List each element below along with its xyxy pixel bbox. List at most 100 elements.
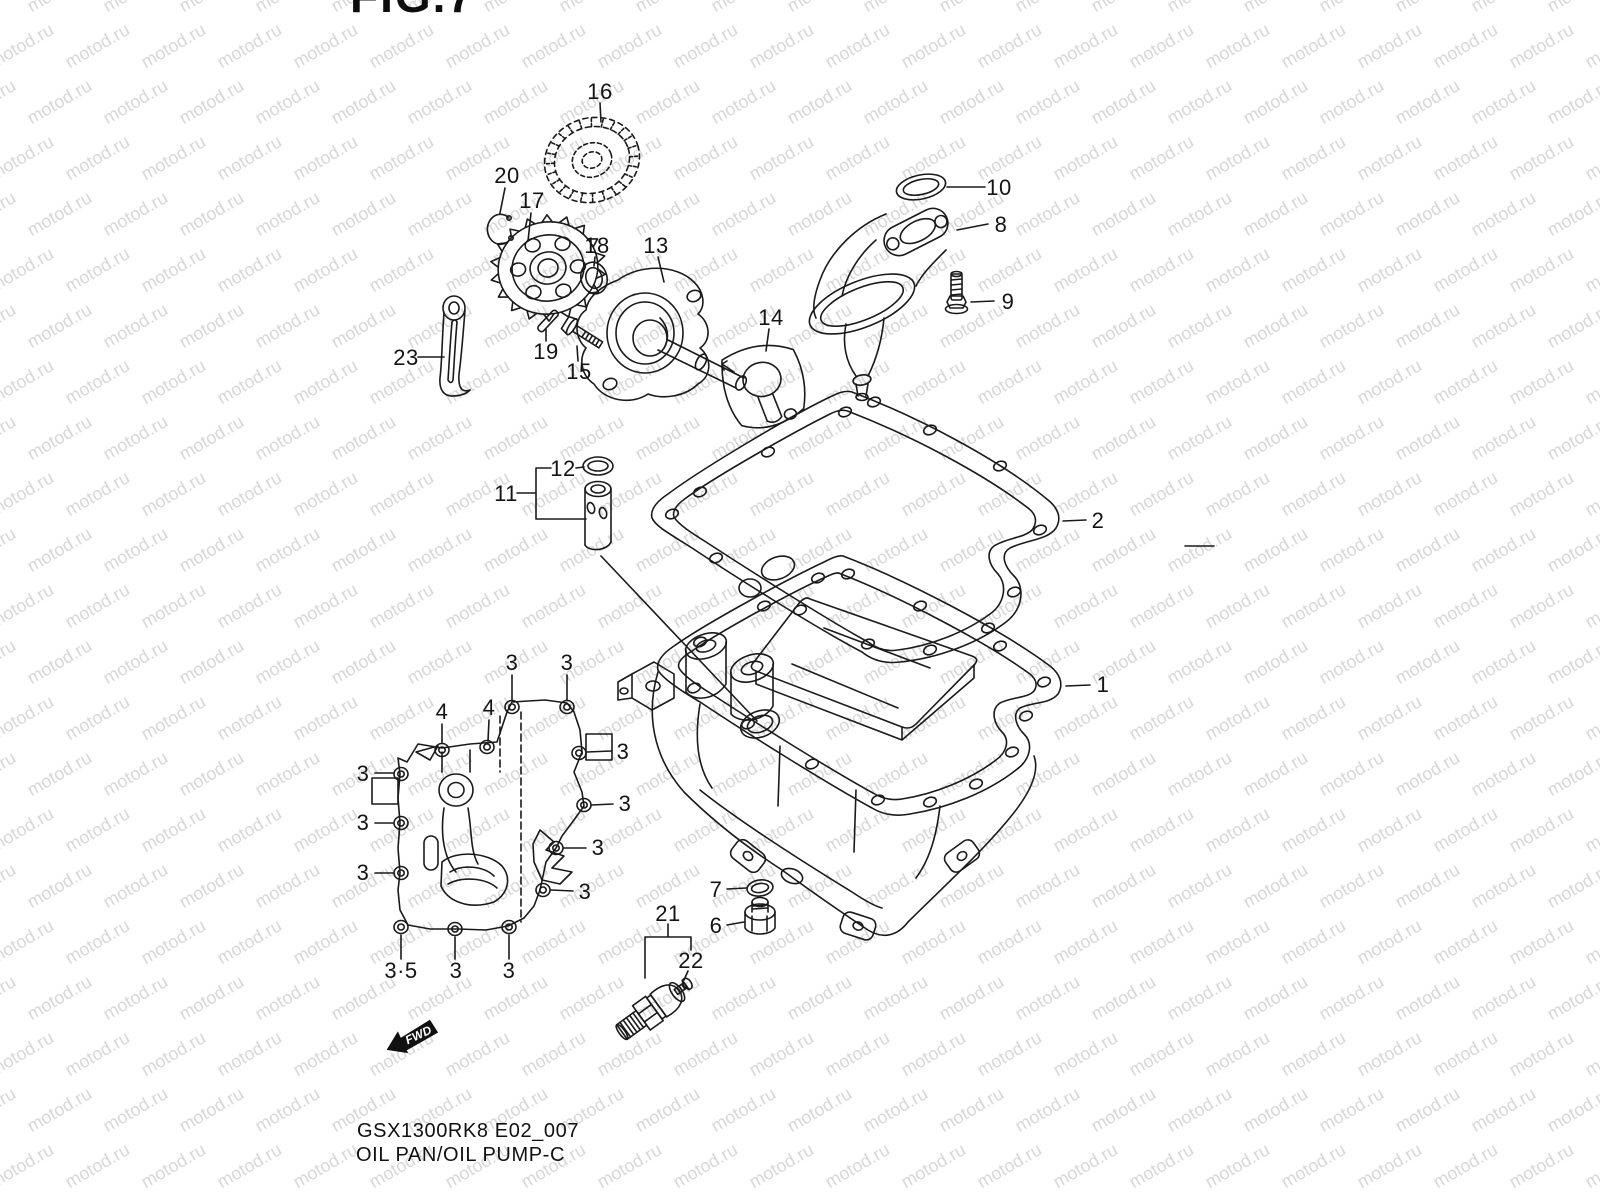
gear-tooth — [566, 124, 574, 134]
plate-bolt-center — [574, 749, 583, 757]
oil-pan-1 — [617, 555, 1062, 941]
pan-bolt-hole — [840, 568, 856, 580]
sprocket-tooth — [586, 238, 599, 248]
leader-line — [1065, 684, 1091, 687]
tensioner-arm-23 — [439, 295, 471, 397]
leader-line — [527, 212, 532, 242]
leader-line — [726, 887, 747, 890]
strainer-plate — [371, 699, 613, 937]
leader-line — [683, 970, 689, 981]
plate-bolt — [393, 766, 409, 782]
pin-19 — [537, 309, 559, 333]
gear-tooth — [550, 178, 561, 186]
gear-tooth — [623, 173, 635, 179]
pan-bolt-hole — [1036, 676, 1052, 688]
plate-bolt-center — [450, 925, 459, 933]
pan-bolt-hole — [1018, 710, 1034, 722]
leader-line — [576, 345, 579, 362]
plate-bolt — [393, 865, 409, 881]
pan-bolt-hole — [870, 794, 886, 806]
pan-bolt-hole — [1004, 746, 1020, 758]
sprocket-tooth — [595, 267, 606, 280]
gasket-bolt-hole — [860, 638, 876, 650]
leader-line — [499, 187, 506, 214]
sprocket-tooth — [541, 214, 554, 224]
oring-12 — [582, 456, 614, 476]
oring-10 — [895, 173, 947, 201]
leader-line — [586, 750, 612, 753]
pump-gasket-14 — [721, 344, 806, 429]
drain-plug-6 — [744, 896, 776, 935]
sprocket-tooth — [542, 312, 555, 322]
fwd-arrow: FWD — [386, 1019, 439, 1054]
leader-line — [657, 256, 665, 283]
pan-gasket-2 — [650, 390, 1060, 664]
gasket-bolt-hole — [1006, 586, 1022, 598]
sprocket-hole — [524, 237, 541, 253]
gear-tooth — [590, 116, 593, 128]
sprocket-tooth — [574, 224, 586, 236]
plate-bolt-center — [482, 743, 491, 751]
gear-tooth — [609, 120, 616, 131]
plate-bolt-center — [507, 703, 516, 711]
pan-bolt-hole — [968, 778, 984, 790]
sprocket-tooth — [497, 288, 510, 298]
plate-bolt — [571, 745, 587, 761]
gasket-bolt-hole — [792, 604, 808, 616]
plate-bolt-center — [396, 770, 405, 778]
snap-ring-20 — [486, 213, 514, 246]
plate-bolt — [576, 797, 592, 813]
plate-bolt-center — [396, 819, 405, 827]
gear-tooth — [601, 190, 606, 201]
footer-page-title: OIL PAN/OIL PUMP-C — [356, 1144, 565, 1166]
bolt-9 — [944, 270, 969, 315]
plate-bolt-center — [562, 703, 571, 711]
leader-line — [1062, 519, 1087, 522]
gasket-bolt-hole — [664, 508, 680, 520]
gear-tooth — [545, 152, 557, 156]
pan-bolt-hole — [692, 636, 708, 648]
gear-tooth — [578, 119, 583, 130]
plate-bolt-center — [579, 801, 588, 809]
figure-title: FIG.7 — [350, 0, 475, 23]
gear-tooth — [545, 170, 557, 176]
plate-bolt-center — [396, 869, 405, 877]
leader-line — [487, 719, 490, 742]
pan-bolt-hole — [804, 758, 820, 770]
leader-line — [550, 889, 574, 892]
plate-bolt-center — [551, 844, 560, 852]
sprocket-tooth — [490, 272, 502, 284]
gear-tooth — [627, 144, 639, 150]
oring-18 — [579, 261, 609, 295]
sprocket-tooth — [524, 218, 536, 229]
gasket-bolt-hole — [837, 406, 853, 418]
pan-bolt-hole — [810, 572, 826, 584]
gasket-bolt-hole — [760, 446, 776, 458]
sprocket-tooth — [510, 300, 522, 312]
sprocket-hole — [525, 284, 542, 300]
pan-bolt-hole — [912, 600, 928, 612]
gear-tooth — [627, 164, 639, 168]
gear-tooth — [617, 126, 626, 135]
sprocket-tooth — [526, 309, 538, 320]
gear-tooth — [610, 186, 618, 196]
pan-bolt-hole — [756, 600, 772, 612]
pan-bolt-hole — [740, 718, 756, 730]
callout-brackets — [516, 466, 758, 979]
screw-22 — [673, 977, 693, 996]
sprocket-tooth — [594, 252, 606, 264]
gear-tooth — [568, 189, 575, 200]
oil-pipe-11 — [584, 480, 612, 551]
sprocket-hole — [554, 236, 571, 252]
gear-tooth — [618, 180, 627, 188]
gear-16 — [543, 116, 641, 204]
oil-strainer-8 — [808, 207, 949, 402]
plate-bolt — [548, 840, 564, 856]
plate-bolt — [447, 921, 463, 937]
leader-line — [726, 921, 745, 926]
plate-bolt — [393, 815, 409, 831]
gear-tooth — [543, 162, 556, 165]
gear-tooth — [600, 117, 605, 128]
sprocket-hole — [555, 283, 572, 299]
pan-bolt-hole — [922, 796, 938, 808]
